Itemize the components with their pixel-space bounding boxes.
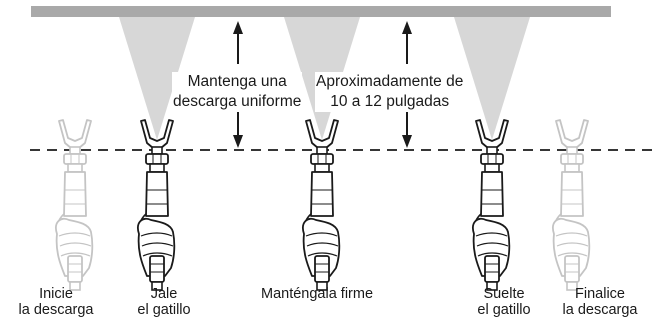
arrow-right-distance	[402, 21, 412, 148]
spray-gun-release-trigger	[472, 119, 511, 291]
spray-guns	[55, 119, 591, 291]
step-start-line2: la descarga	[18, 302, 94, 318]
step-pull-line2: el gatillo	[137, 302, 191, 318]
callout-uniform-line2: descarga uniforme	[173, 93, 302, 110]
spray-gun-hold-steady	[302, 119, 341, 291]
step-finish-line2: la descarga	[562, 302, 638, 318]
callout-uniform-spray: Mantenga una descarga uniforme	[172, 72, 303, 112]
spray-gun-finish	[552, 119, 591, 291]
spray-fan-pull-trigger	[119, 17, 195, 140]
callout-distance-line2: 10 a 12 pulgadas	[330, 93, 450, 110]
work-surface	[31, 6, 611, 17]
distance-arrows	[233, 21, 412, 148]
step-release-line1: Suelte	[483, 286, 525, 302]
spray-gun-pull-trigger	[137, 119, 176, 291]
step-hold-line1: Manténgala firme	[260, 286, 374, 302]
step-finish-line1: Finalice	[575, 286, 625, 302]
callout-distance-line1: Aproximadamente de	[316, 73, 464, 90]
step-release-line2: el gatillo	[477, 302, 531, 318]
step-start-line1: Inicie	[39, 286, 73, 302]
callout-distance: Aproximadamente de 10 a 12 pulgadas	[315, 72, 465, 112]
arrow-left-distance	[233, 21, 243, 148]
step-label-hold-steady: Manténgala firme	[222, 286, 412, 302]
step-label-start: Inicie la descarga	[0, 286, 112, 318]
step-label-release-trigger: Suelte el gatillo	[452, 286, 556, 318]
step-label-finish: Finalice la descarga	[544, 286, 656, 318]
spray-fan-release-trigger	[454, 17, 530, 140]
step-pull-line1: Jale	[150, 286, 178, 302]
spray-gun-start	[55, 119, 94, 291]
step-label-pull-trigger: Jale el gatillo	[112, 286, 216, 318]
callout-uniform-line1: Mantenga una	[187, 73, 287, 90]
